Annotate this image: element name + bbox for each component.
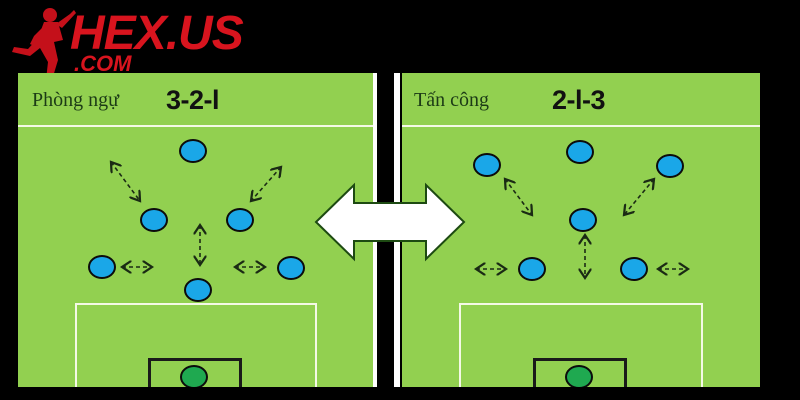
pitch-attack: Tấn công 2-l-3 <box>402 73 760 387</box>
goal-area <box>533 358 627 387</box>
mode-label: Tấn công <box>414 89 489 111</box>
player-marker <box>473 153 501 177</box>
player-marker <box>226 208 254 232</box>
logo-brand-text: HEX.US <box>70 7 244 60</box>
goalkeeper-marker <box>180 365 208 387</box>
halfway-line <box>402 125 760 127</box>
penalty-box <box>459 303 703 387</box>
player-marker <box>184 278 212 302</box>
penalty-box <box>75 303 317 387</box>
player-marker <box>620 257 648 281</box>
player-marker <box>88 255 116 279</box>
mode-label: Phòng ngự <box>32 89 119 111</box>
player-marker <box>656 154 684 178</box>
goal-area <box>148 358 242 387</box>
halfway-line <box>18 125 373 127</box>
player-marker <box>179 139 207 163</box>
goalkeeper-marker <box>565 365 593 387</box>
player-marker <box>518 257 546 281</box>
pitch-defense: Phòng ngự 3-2-l <box>18 73 373 387</box>
player-marker <box>566 140 594 164</box>
formation-label: 3-2-l <box>166 85 220 115</box>
player-marker <box>140 208 168 232</box>
player-marker <box>277 256 305 280</box>
player-marker <box>569 208 597 232</box>
formation-label: 2-l-3 <box>552 85 606 115</box>
logo-domain-text: .COM <box>74 51 132 76</box>
